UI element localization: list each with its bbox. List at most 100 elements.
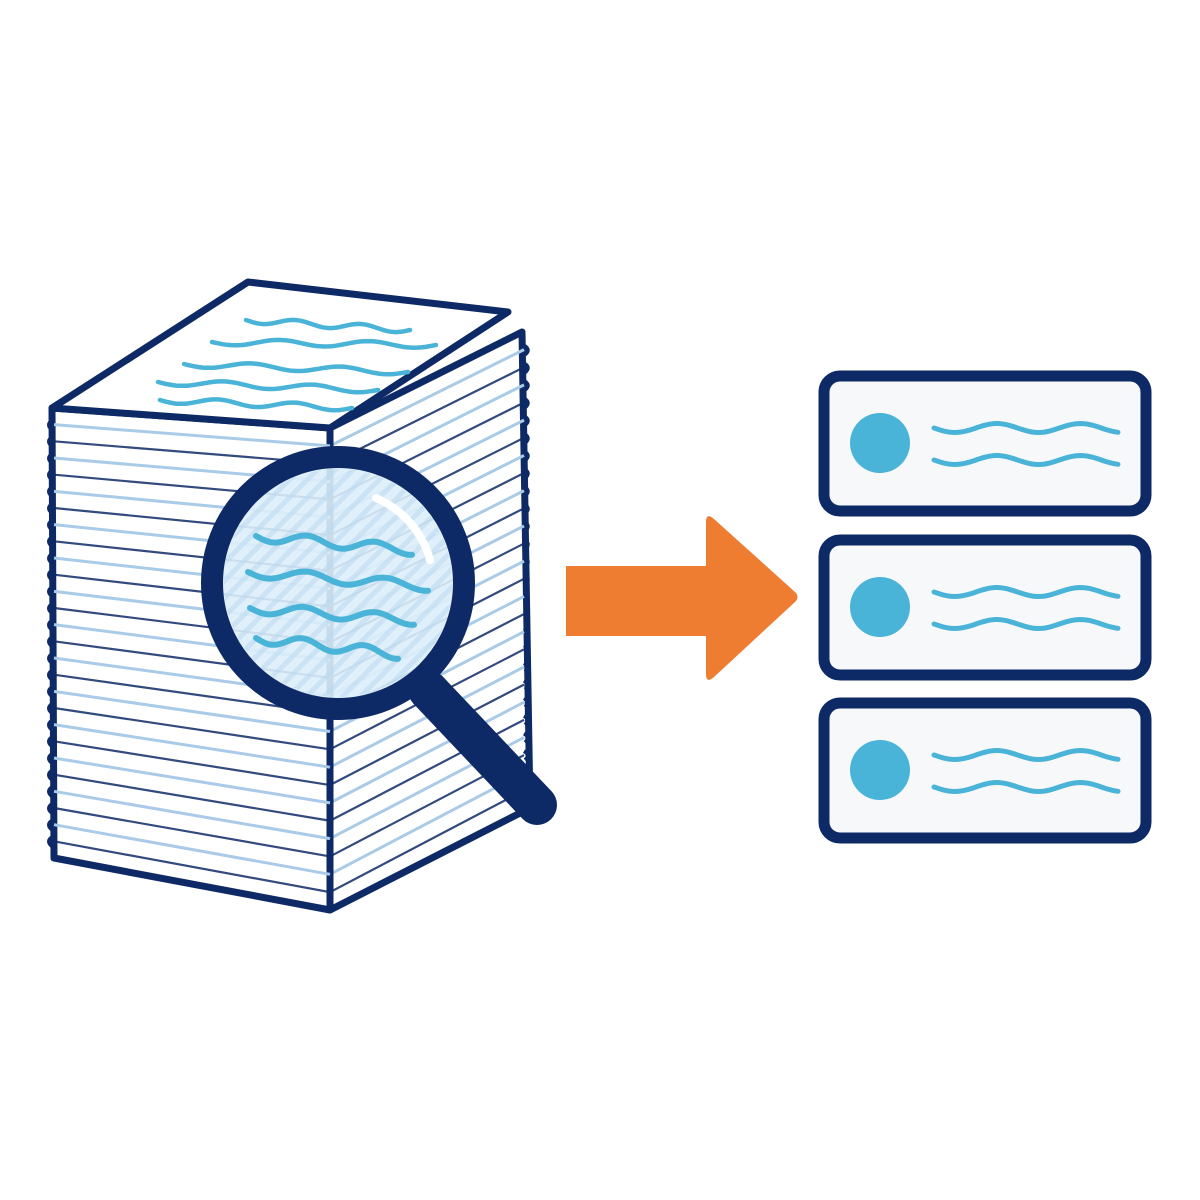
page-edge-line	[53, 806, 331, 858]
page-edge-tick	[47, 552, 54, 565]
page-edge-tick	[522, 678, 530, 692]
card-text-line	[931, 779, 1121, 795]
page-edge-line	[53, 823, 331, 876]
page-edge-tick	[47, 835, 54, 848]
card-bullet-dot	[850, 740, 910, 800]
page-edge-tick	[47, 769, 54, 782]
page-edge-tick	[47, 435, 54, 448]
page-edge-tick	[522, 590, 530, 603]
page-edge-line	[329, 700, 525, 805]
result-list	[818, 370, 1152, 844]
page-edge-tick	[522, 625, 530, 639]
page-edge-line	[329, 683, 525, 787]
text-line	[155, 379, 381, 395]
page-edge-tick	[522, 520, 530, 533]
page-edge-tick	[47, 535, 54, 548]
page-edge-tick	[522, 484, 530, 498]
hatch-line	[332, 469, 452, 697]
page-edge-tick	[47, 735, 54, 748]
page-edge-tick	[522, 696, 530, 709]
page-edge-tick	[47, 702, 54, 715]
arrow-right-icon	[566, 516, 798, 680]
page-edge-tick	[47, 602, 54, 615]
text-line	[157, 397, 355, 413]
page-edge-tick	[522, 749, 530, 762]
card-bullet-dot	[850, 577, 910, 637]
page-edge-tick	[47, 452, 54, 465]
page-edge-line	[53, 723, 331, 769]
page-edge-tick	[522, 573, 530, 586]
page-edge-line	[329, 789, 525, 894]
top-page-text-lines	[155, 317, 439, 413]
magnified-text-line	[247, 603, 417, 628]
magnifier-handle	[408, 670, 557, 825]
hatch-line	[314, 469, 452, 697]
page-edge-tick	[522, 502, 530, 515]
text-line	[181, 361, 411, 377]
top-page	[48, 278, 512, 432]
page-edge-tick	[522, 714, 530, 727]
page-edge-tick	[47, 752, 54, 765]
card-frame	[818, 697, 1152, 844]
card-frame	[818, 534, 1152, 681]
page-edge-line	[329, 348, 525, 448]
magnifying-glass-icon	[201, 446, 557, 825]
hatch-line	[224, 469, 364, 697]
magnified-text-line	[253, 635, 401, 662]
card-text-line	[931, 452, 1121, 468]
page-edge-tick	[522, 661, 530, 674]
page-edge-tick	[522, 608, 530, 621]
page-edge-line	[53, 756, 331, 805]
page-edge-line	[53, 740, 331, 787]
text-line	[209, 337, 439, 350]
page-edge-tick	[522, 467, 530, 480]
page-edge-tick	[47, 819, 54, 832]
list-card-icon	[818, 370, 1152, 517]
page-edge-tick	[522, 379, 530, 392]
page-edge-tick	[47, 619, 54, 632]
card-frame	[818, 370, 1152, 517]
page-edge-line	[53, 773, 331, 822]
page-edge-tick	[47, 585, 54, 598]
hatch-line	[224, 469, 346, 697]
page-edge-line	[329, 771, 525, 876]
page-edge-tick	[47, 502, 54, 515]
page-edge-line	[53, 423, 331, 448]
hatch-line	[224, 469, 382, 697]
page-edge-tick	[522, 449, 530, 462]
page-edge-tick	[522, 432, 530, 445]
hatch-line	[296, 469, 452, 697]
page-edge-tick	[47, 419, 54, 432]
page-edge-line	[329, 366, 525, 465]
page-edge-tick	[47, 469, 54, 482]
text-line	[243, 317, 413, 335]
hatch-line	[224, 469, 418, 697]
card-text-line	[931, 747, 1121, 763]
page-edge-tick	[522, 555, 530, 568]
page-edge-tick	[47, 685, 54, 698]
page-edge-tick	[47, 569, 54, 582]
card-text-line	[931, 420, 1121, 436]
page-edge-tick	[522, 414, 530, 427]
page-edge-tick	[47, 785, 54, 798]
page-edge-line	[53, 840, 331, 894]
page-edge-tick	[47, 719, 54, 732]
page-edge-tick	[522, 731, 530, 745]
page-edge-tick	[522, 643, 530, 656]
hatch-line	[350, 469, 452, 697]
page-edge-tick	[47, 652, 54, 665]
lens-glare	[372, 494, 434, 564]
hatch-line	[224, 469, 328, 697]
page-edge-line	[53, 689, 331, 733]
page-edge-tick	[47, 669, 54, 682]
page-edge-tick	[47, 519, 54, 532]
hatch-line	[224, 469, 400, 697]
magnified-text-lines	[245, 532, 431, 662]
magnified-text-line	[245, 568, 431, 594]
page-edge-tick	[47, 635, 54, 648]
list-card-icon	[818, 697, 1152, 844]
card-text-line	[931, 584, 1121, 600]
page-edge-tick	[47, 485, 54, 498]
